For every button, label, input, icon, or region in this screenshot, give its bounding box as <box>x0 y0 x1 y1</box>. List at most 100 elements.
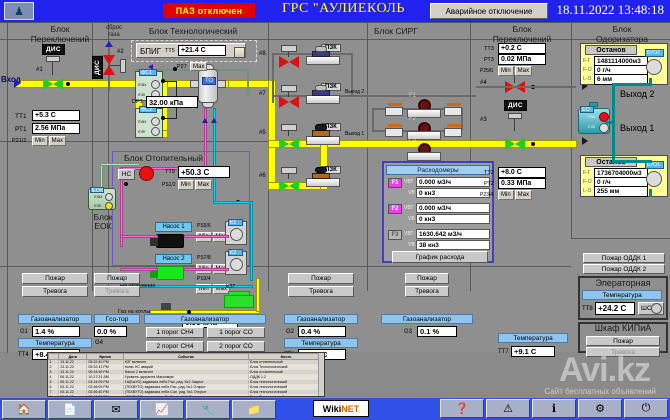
kipia-alarm-button[interactable]: Тревога <box>586 347 660 357</box>
max-indicator[interactable]: Max <box>48 136 67 146</box>
pzk-7-body[interactable] <box>306 95 340 104</box>
f3-rate-value: 1630.642 м3/ч <box>416 229 490 239</box>
flow-chart-button[interactable]: График расхода <box>392 251 488 263</box>
chart-icon[interactable]: 📈 <box>140 399 184 419</box>
min-indicator[interactable]: Min <box>178 180 194 190</box>
max-indicator[interactable]: Max <box>194 180 213 190</box>
eo-min-label: min <box>588 124 596 129</box>
flowmeter-tag-f2[interactable]: F2 <box>388 204 402 214</box>
valve-tag-7: #7 <box>259 91 266 97</box>
p27-max-indicator[interactable]: Max <box>190 62 208 71</box>
kzg-valve[interactable] <box>224 295 254 308</box>
power-icon[interactable]: ⏻ <box>624 399 668 418</box>
divider <box>7 23 8 353</box>
max-indicator[interactable]: Max <box>514 66 533 76</box>
eo-nozzle <box>589 102 598 107</box>
log-cell-index: 8 <box>48 394 60 396</box>
folder-icon[interactable]: 📁 <box>232 399 276 419</box>
flowmeter-tag-f3[interactable]: F3 <box>388 230 402 240</box>
eok-label: ЕОК <box>90 187 104 194</box>
valve-5-actuator[interactable] <box>281 124 297 131</box>
valve-actuator[interactable] <box>46 56 60 62</box>
info-icon[interactable]: ℹ <box>532 399 576 418</box>
valve-3-actuator[interactable] <box>508 113 522 119</box>
valve-8-actuator[interactable] <box>281 45 297 52</box>
pzk-6-body[interactable] <box>306 178 340 187</box>
pzk-8-body[interactable] <box>306 56 340 65</box>
min-indicator[interactable]: Min <box>196 284 212 294</box>
help-icon[interactable]: ❓ <box>440 399 484 418</box>
buo1-label[interactable]: БУО1 <box>645 161 664 169</box>
valve-tag-1: #1 <box>36 67 43 73</box>
buo2-label[interactable]: БУО2 <box>645 49 664 57</box>
min-indicator[interactable]: Min <box>498 66 514 76</box>
valve-3-open[interactable] <box>505 138 525 150</box>
min-indicator[interactable]: Min <box>498 190 514 200</box>
mail-icon[interactable]: ✉ <box>94 399 138 419</box>
max-indicator[interactable]: Max <box>514 190 533 200</box>
fire-button-col1[interactable]: Пожар <box>22 273 88 284</box>
f2-valve-left[interactable] <box>385 128 403 137</box>
valve-7-closed[interactable] <box>279 96 299 108</box>
log-cell-event: 1А(БыУО) задвижка лнВх Рас. рад. №1 Закр… <box>123 379 250 385</box>
eok-pipe <box>100 163 103 188</box>
alarm-button-col4[interactable]: Тревога <box>288 286 354 297</box>
pump2-body[interactable] <box>156 266 184 280</box>
person-icon[interactable]: ♟ <box>4 2 34 20</box>
log-cell-date: 13.11.22 <box>58 359 88 365</box>
f1-valve-left[interactable] <box>385 107 403 116</box>
gray-line-out2 <box>476 86 576 88</box>
emergency-shutdown-button[interactable]: Аварийное отключение <box>430 3 548 19</box>
fire-button-col4[interactable]: Пожар <box>288 273 354 284</box>
valve-6-open[interactable] <box>279 180 299 192</box>
fire-oddk1-button[interactable]: Пожар ОДДК 1 <box>583 253 665 263</box>
tools-icon[interactable]: 🔧 <box>186 399 230 419</box>
threshold-co-1[interactable]: 1 порог СО <box>207 327 265 338</box>
pzk-5-body[interactable] <box>306 136 340 145</box>
fire-button-col2[interactable]: Пожар <box>94 273 140 284</box>
settings-icon[interactable]: ⚙ <box>578 399 622 418</box>
fire-button-col5[interactable]: Пожар <box>405 273 449 284</box>
threshold-ch4-1[interactable]: 1 порог СН4 <box>146 327 204 338</box>
alarm-button-col5[interactable]: Тревога <box>405 286 449 297</box>
valve-5-open[interactable] <box>279 138 299 150</box>
kipia-fire-button[interactable]: Пожар <box>586 336 660 346</box>
valve-2-closed[interactable] <box>103 55 115 75</box>
warning-icon[interactable]: ⚠ <box>486 399 530 418</box>
threshold-co-2[interactable]: 2 порог СО <box>207 341 265 352</box>
document-icon[interactable]: 📄 <box>48 399 92 419</box>
valve-actuator[interactable] <box>120 59 126 73</box>
heat-exchanger-vessel[interactable] <box>198 69 218 103</box>
min-indicator[interactable]: Min <box>32 136 48 146</box>
pump1-body[interactable] <box>156 234 184 248</box>
valve-8-closed[interactable] <box>279 56 299 68</box>
fire-oddk2-button[interactable]: Пожар ОДДК 2 <box>583 264 665 274</box>
flowmeter-tag-f1[interactable]: F1 <box>388 178 402 188</box>
max-indicator[interactable]: Max <box>212 284 231 294</box>
alarm-button-col1[interactable]: Тревога <box>22 286 88 297</box>
home-icon[interactable]: 🏠 <box>2 399 46 419</box>
tt5-tag: ТТ5 <box>165 48 175 54</box>
f1-body <box>407 109 441 118</box>
threshold-ch4-2[interactable]: 2 порог СН4 <box>146 341 204 352</box>
valve-1-open[interactable] <box>43 78 63 90</box>
f1-valve-right[interactable] <box>444 107 462 116</box>
log-scrollbar[interactable] <box>318 353 324 396</box>
valve-6-actuator[interactable] <box>281 167 297 174</box>
f2-vol-value: 0 кн3 <box>416 214 490 224</box>
alarm-button-col2[interactable]: Тревога <box>94 286 140 297</box>
valve-7-actuator[interactable] <box>281 85 297 92</box>
top-bar: ♟ ПАЗ отключен ГРС "АУЛИЕКОЛЬ Аварийное … <box>0 0 670 22</box>
f2-valve-right[interactable] <box>444 128 462 137</box>
